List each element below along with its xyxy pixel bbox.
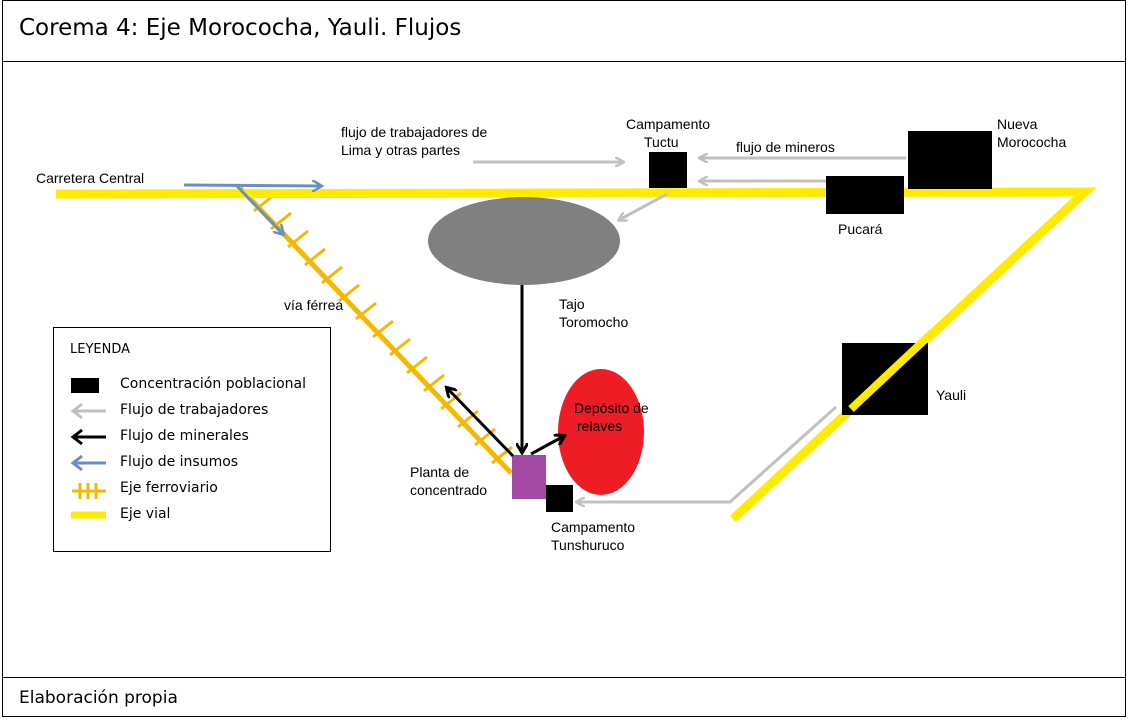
worker-flow-label-2: Lima y otras partes (341, 142, 461, 158)
worker-flow-label-1: flujo de trabajadores de (341, 124, 488, 140)
input-flows (183, 185, 321, 234)
tunshuruco-camp-marker (546, 485, 573, 512)
tuctu-label-1: Campamento (626, 116, 711, 132)
tajo-label-1: Tajo (559, 296, 585, 312)
legend-label: Flujo de insumos (120, 454, 239, 470)
corema-title: Corema 4: Eje Morococha, Yauli. Flujos (19, 15, 462, 41)
legend-item-road-axis: Eje vial (68, 504, 328, 526)
tuctu-camp-marker (649, 152, 687, 188)
legend: LEYENDA Concentración poblacional Flujo … (53, 327, 331, 552)
rail-label: vía férrea (284, 297, 344, 313)
blue-arrow-icon (70, 454, 106, 472)
tajo-label-2: Toromocho (559, 314, 629, 330)
legend-label: Flujo de minerales (120, 428, 249, 444)
pucara-marker (826, 176, 904, 214)
corema-map: Carretera Central flujo de trabajadores … (3, 62, 1125, 677)
plant-label-1: Planta de (410, 464, 470, 480)
pucara-label: Pucará (838, 221, 883, 237)
worker-flows (473, 158, 906, 502)
miners-flow-label: flujo de mineros (736, 139, 835, 155)
black-square-icon (71, 378, 99, 393)
black-arrow-icon (70, 428, 106, 446)
source-note: Elaboración propia (19, 688, 178, 708)
legend-label: Concentración poblacional (120, 376, 306, 392)
plant-label-2: concentrado (410, 482, 488, 498)
legend-label: Flujo de trabajadores (120, 402, 269, 418)
tunshuruco-label-1: Campamento (551, 519, 636, 535)
open-pit (428, 197, 620, 285)
concentration-plant (512, 455, 546, 499)
legend-item-worker-flow: Flujo de trabajadores (68, 400, 328, 422)
mineral-flows (447, 285, 564, 458)
title-row: Corema 4: Eje Morococha, Yauli. Flujos (3, 1, 1125, 62)
tuctu-label-2: Tuctu (644, 134, 679, 150)
legend-item-rail-axis: Eje ferroviario (68, 478, 328, 500)
yauli-label: Yauli (936, 387, 967, 403)
legend-item-mineral-flow: Flujo de minerales (68, 426, 328, 448)
legend-label: Eje vial (120, 506, 171, 522)
yellow-line-icon (71, 511, 106, 519)
carretera-central-label: Carretera Central (36, 170, 145, 186)
rail-line-icon (72, 483, 106, 499)
tailings-label-2: relaves (577, 418, 623, 434)
tunshuruco-label-2: Tunshuruco (551, 537, 625, 553)
legend-item-input-flow: Flujo de insumos (68, 452, 328, 474)
tailings-label-1: Depósito de (574, 400, 649, 416)
tailings-deposit (558, 369, 644, 495)
legend-title: LEYENDA (70, 342, 131, 357)
nueva-morococha-label-1: Nueva (997, 116, 1038, 132)
footer-row: Elaboración propia (3, 677, 1125, 718)
gray-arrow-icon (70, 402, 106, 420)
legend-label: Eje ferroviario (120, 480, 218, 496)
map-canvas (55, 131, 1097, 523)
nueva-morococha-marker (908, 131, 992, 189)
nueva-morococha-label-2: Morococha (997, 134, 1067, 150)
legend-item-population: Concentración poblacional (68, 374, 328, 396)
